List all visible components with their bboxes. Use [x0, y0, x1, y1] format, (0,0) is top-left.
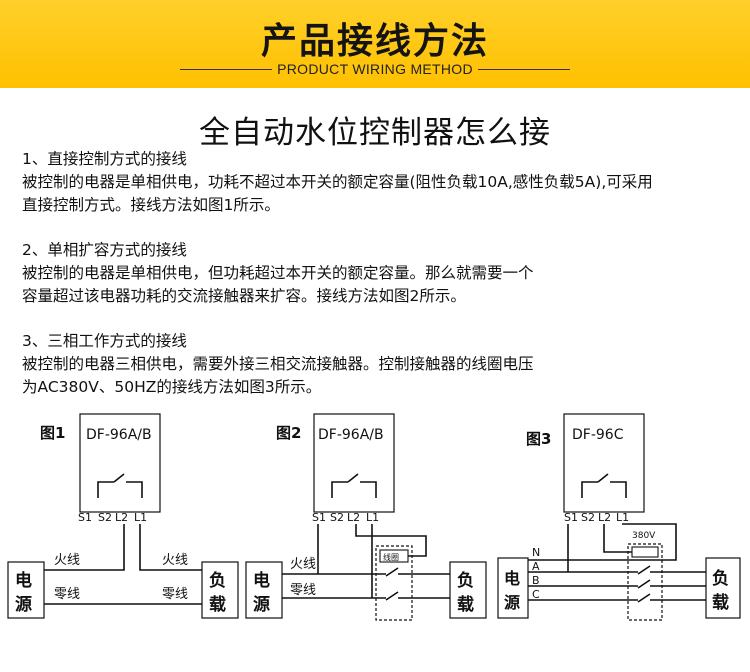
terminal-label: L2 — [347, 511, 360, 524]
section-single-phase-expand: 2、单相扩容方式的接线 被控制的电器是单相供电，但功耗超过本开关的额定容量。那么… — [22, 239, 742, 308]
contactor — [375, 545, 413, 621]
contactor-switches — [637, 565, 651, 603]
source-label: 源 — [15, 594, 32, 615]
terminal-label: L2 — [598, 511, 611, 524]
figure-3: 图3 DF-96C S1 S2 L2 L1 电 源 负 载 380V N A B… — [497, 413, 741, 621]
power-source — [497, 557, 529, 619]
source-label: 电 — [15, 570, 32, 591]
live-wire-in — [44, 524, 125, 571]
load-label: 载 — [209, 594, 226, 615]
switch-contact — [347, 473, 359, 483]
phase-label: B — [532, 574, 540, 587]
wire-label: 零线 — [162, 587, 188, 602]
wiring-diagrams: 图1 DF-96A/B S1 S2 L2 L1 电 源 负 载 火线 零线 火线… — [7, 413, 741, 621]
load-label: 载 — [712, 592, 729, 613]
terminal-label: L1 — [366, 511, 379, 524]
section-line: 为AC380V、50HZ的接线方法如图3所示。 — [22, 378, 322, 396]
load-label: 负 — [457, 570, 474, 591]
coil-voltage-label: 380V — [632, 531, 656, 541]
wire-label: 零线 — [54, 587, 80, 602]
figure-label: 图2 — [276, 424, 301, 442]
contactor-switches — [385, 567, 399, 601]
section-line: 直接控制方式。接线方法如图1所示。 — [22, 196, 280, 214]
controller-box — [79, 413, 161, 513]
section-heading: 3、三相工作方式的接线 — [22, 332, 187, 350]
subtitle-rule-left — [180, 69, 272, 70]
terminal-label: L2 — [115, 511, 128, 524]
coil-label: 线圈 — [383, 552, 399, 562]
source-label: 电 — [253, 570, 270, 591]
load-label: 载 — [457, 594, 474, 615]
controller-box — [313, 413, 395, 513]
subtitle-rule-right — [478, 69, 570, 70]
phase-label: C — [532, 588, 540, 601]
header-banner: 产品接线方法 PRODUCT WIRING METHOD — [0, 0, 750, 88]
wire-label: 火线 — [54, 553, 80, 568]
power-source — [245, 561, 283, 619]
load — [201, 561, 239, 619]
terminal-label: S2 — [330, 511, 344, 524]
figure-2: 图2 DF-96A/B S1 S2 L2 L1 电 源 负 载 线圈 火线 零线 — [245, 413, 487, 621]
coil-feed-wire — [355, 524, 427, 557]
load-label: 负 — [209, 570, 226, 591]
terminal-label: L1 — [134, 511, 147, 524]
switch-contact — [113, 473, 125, 483]
internal-switch-leads — [581, 481, 627, 498]
internal-switch-leads — [331, 481, 377, 498]
terminal-label: S2 — [98, 511, 112, 524]
wire-label: 火线 — [290, 557, 316, 572]
terminal-label: L1 — [616, 511, 629, 524]
figure-label: 图1 — [40, 424, 65, 442]
main-title: 全自动水位控制器怎么接 — [199, 115, 551, 151]
header-subtitle: PRODUCT WIRING METHOD — [277, 61, 473, 77]
load — [449, 561, 487, 619]
wire-label: 火线 — [162, 553, 188, 568]
neutral-line — [528, 523, 677, 561]
load-label: 负 — [712, 568, 729, 589]
wire-label: 零线 — [290, 583, 316, 598]
load — [705, 557, 741, 619]
section-heading: 2、单相扩容方式的接线 — [22, 241, 187, 259]
source-label: 源 — [253, 594, 270, 615]
terminal-label: S1 — [312, 511, 326, 524]
phase-label: A — [532, 560, 540, 573]
figure-1: 图1 DF-96A/B S1 S2 L2 L1 电 源 负 载 火线 零线 火线… — [7, 413, 239, 619]
source-label: 电 — [504, 569, 520, 588]
live-wire-out — [139, 524, 202, 571]
source-label: 源 — [504, 593, 520, 612]
controller-model: DF-96C — [572, 427, 624, 443]
switch-contact — [597, 473, 609, 483]
section-line: 被控制的电器是单相供电，功耗不超过本开关的额定容量(阻性负载10A,感性负载5A… — [22, 173, 653, 191]
figure-label: 图3 — [526, 430, 551, 448]
controller-model: DF-96A/B — [318, 427, 384, 443]
section-line: 被控制的电器是单相供电，但功耗超过本开关的额定容量。那么就需要一个 — [22, 264, 534, 282]
contactor — [627, 543, 663, 621]
terminal-label: S1 — [78, 511, 92, 524]
controller-box — [563, 413, 645, 513]
section-line: 容量超过该电器功耗的交流接触器来扩容。接线方法如图2所示。 — [22, 287, 466, 305]
section-heading: 1、直接控制方式的接线 — [22, 150, 187, 168]
power-source — [7, 561, 45, 619]
terminal-label: S1 — [564, 511, 578, 524]
internal-switch-leads — [97, 481, 143, 498]
section-direct: 1、直接控制方式的接线 被控制的电器是单相供电，功耗不超过本开关的额定容量(阻性… — [22, 148, 742, 217]
terminal-label: S2 — [581, 511, 595, 524]
controller-model: DF-96A/B — [86, 427, 152, 443]
coil-box — [631, 546, 659, 558]
header-title: 产品接线方法 — [260, 21, 489, 62]
section-line: 被控制的电器三相供电，需要外接三相交流接触器。控制接触器的线圈电压 — [22, 355, 534, 373]
coil-feed-wire — [603, 524, 632, 553]
phase-label: N — [532, 546, 540, 559]
section-three-phase: 3、三相工作方式的接线 被控制的电器三相供电，需要外接三相交流接触器。控制接触器… — [22, 330, 742, 399]
